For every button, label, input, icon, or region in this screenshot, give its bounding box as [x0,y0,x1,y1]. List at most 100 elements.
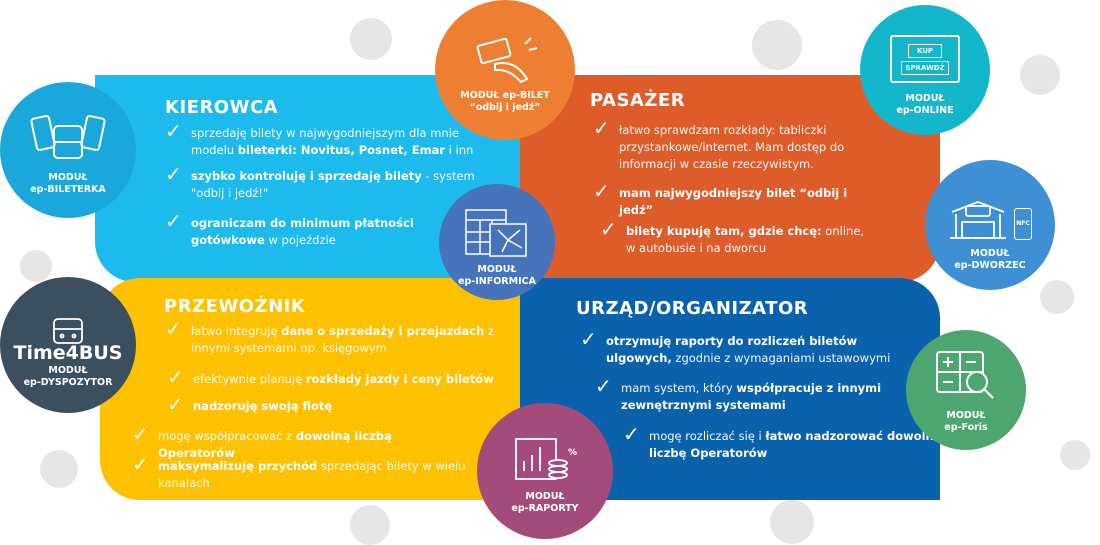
bullet-item: ✓ otrzymuję raporty do rozliczeń biletów … [580,327,910,367]
sprawdz-button-icon: SPRAWDŹ [901,60,949,75]
report-chart-coins-icon: % [515,438,577,480]
module-raporty[interactable]: % MODUŁ ep-RAPORTY [477,403,613,539]
check-icon: ✓ [623,422,640,446]
bullet-text: w pojeździe [264,233,336,247]
module-name: ep-ONLINE [896,105,954,116]
ticket-machine-bus-icon [30,115,106,159]
bullet-text: łatwo integruję [191,324,282,338]
check-icon: ✓ [132,452,149,476]
decor-circle [350,505,390,545]
section-title: PASAŻER [590,90,686,111]
bullet-text: otrzymuję raporty do rozliczeń biletów u… [606,334,858,365]
bullet-text: łatwo sprawdzam rozkłady: tabliczki przy… [619,123,845,171]
module-foris[interactable]: MODUŁ ep-Foris [906,330,1026,450]
decor-circle [1020,55,1060,95]
module-label: MODUŁ [477,264,517,275]
section-title: KIEROWCA [165,97,279,118]
module-name: “odbij i jedź” [469,102,541,113]
bullet-text: - system "odbij i jedź!" [191,169,475,200]
module-bileterka[interactable]: MODUŁ ep-BILETERKA [0,82,136,218]
bullet-text: zgodnie z wymaganiami ustawowymi [671,351,891,365]
decor-circle [350,18,392,60]
section-title: PRZEWOŹNIK [164,296,306,317]
bullet-item: ✓ ograniczam do minimum płatności gotówko… [165,209,485,249]
bullet-text: współpracuje z innymi zewnętrznymi syste… [621,381,882,412]
decor-circle [752,20,802,70]
module-name: ep-DWORZEC [954,260,1026,271]
section-title: URZĄD/ORGANIZATOR [576,298,809,319]
bullet-text: sprzedaję bilety w najwygodniejszym dla … [191,126,459,157]
decor-circle [1040,280,1074,314]
check-icon: ✓ [167,392,184,416]
module-label: MODUŁ [48,365,88,376]
bullet-text: efektywnie planuję [193,372,306,386]
bullet-item: ✓ bilety kupuję tam, gdzie chcę: online, … [600,217,870,257]
module-name: ep-Foris [944,422,988,433]
check-icon: ✓ [132,422,149,446]
module-label: MODUŁ [525,491,565,502]
bullet-item: ✓ efektywnie planuję rozkłady jazdy i cen… [167,365,507,389]
module-informica[interactable]: MODUŁ ep-INFORMICA [439,184,555,300]
module-name: ep-RAPORTY [511,503,579,514]
decor-circle [40,450,78,488]
check-icon: ✓ [595,374,612,398]
module-label: MODUŁ ep-BILET [460,90,550,101]
bullet-text: online, w autobusie i na dworcu [626,224,865,255]
nfc-phone-icon: NFC [1014,208,1032,240]
calculator-search-icon [936,351,994,399]
bullet-text: mogę współpracować z [158,429,296,443]
module-label: MODUŁ [946,410,986,421]
check-icon: ✓ [600,217,617,241]
bullet-item: ✓ mogę rozliczać się i łatwo nadzorować d… [623,422,953,462]
bullet-text: mogę rozliczać się i [649,429,766,443]
bullet-text: maksymalizuję przychód [158,459,318,473]
bullet-text: mam najwygodniejszy bilet “odbij i jedź” [619,186,848,217]
bullet-text: bilety kupuję tam, gdzie chcę: [626,224,822,238]
kup-button-icon: KUP [907,43,943,58]
bullet-item: ✓ szybko kontroluję i sprzedaję bilety - … [165,162,485,202]
bullet-text: łatwo nadzorować dowolną liczbę Operator… [649,429,942,460]
bullet-text: rozkłady jazdy i ceny biletów [305,372,494,386]
bullet-text: i inn [445,143,474,157]
bullet-item: ✓ łatwo integruję dane o sprzedaży i prze… [165,317,505,357]
bullet-item: ✓ mogę współpracować z dowolną liczbą Ope… [132,422,472,462]
check-icon: ✓ [165,317,182,341]
bullet-text: bileterki: Novitus, Posnet, Emar [237,143,446,157]
module-name: ep-INFORMICA [458,276,536,287]
module-dworzec[interactable]: NFC MODUŁ ep-DWORZEC [925,160,1055,290]
module-online[interactable]: KUP SPRAWDŹ MODUŁ ep-ONLINE [860,5,990,135]
bullet-text: dane o sprzedaży i przejazdach [281,324,485,338]
time4bus-logo: Time4BUS [13,342,123,364]
bullet-text: szybko kontroluję i sprzedaję bilety [191,169,422,183]
panel-przewoznik: PRZEWOŹNIK ✓ łatwo integruję dane o sprze… [100,278,525,500]
bullet-item: ✓ sprzedaję bilety w najwygodniejszym dla… [165,119,485,159]
timetable-network-icon [465,209,527,257]
bullet-text: nadzoruję swoją flotę [193,399,333,413]
module-dyspozytor[interactable]: Time4BUS MODUŁ ep-DYSPOZYTOR [0,277,136,413]
module-bilet[interactable]: MODUŁ ep-BILET “odbij i jedź” [435,0,575,140]
web-browser-icon: KUP SPRAWDŹ [890,35,960,83]
module-name: ep-DYSPOZYTOR [23,377,113,388]
check-icon: ✓ [580,327,597,351]
bullet-text: ograniczam do minimum płatności gotówkow… [191,216,414,247]
check-icon: ✓ [165,162,182,186]
check-icon: ✓ [593,179,610,203]
bus-station-icon [950,201,1006,239]
check-icon: ✓ [165,119,182,143]
bullet-item: ✓mam system, który współpracuje z innymi… [595,374,925,414]
bullet-item: ✓ mam najwygodniejszy bilet “odbij i jedź… [593,179,863,219]
check-icon: ✓ [167,365,184,389]
svg-text:%: % [568,448,577,458]
bullet-item: ✓ łatwo sprawdzam rozkłady: tabliczki prz… [593,116,863,173]
decor-circle [770,500,814,544]
check-icon: ✓ [165,209,182,233]
bullet-text: dowolną liczbą Operatorów [158,429,392,460]
decor-circle [20,250,52,282]
station-phone-group: NFC [948,198,1032,240]
bullet-text: sprzedając bilety w wielu kanałach [158,459,466,490]
check-icon: ✓ [593,116,610,140]
bullet-item: ✓ maksymalizuję przychód sprzedając bilet… [132,452,472,492]
module-label: MODUŁ [970,248,1010,259]
bullet-item: ✓ nadzoruję swoją flotę [167,392,507,416]
module-name: ep-BILETERKA [30,184,106,195]
